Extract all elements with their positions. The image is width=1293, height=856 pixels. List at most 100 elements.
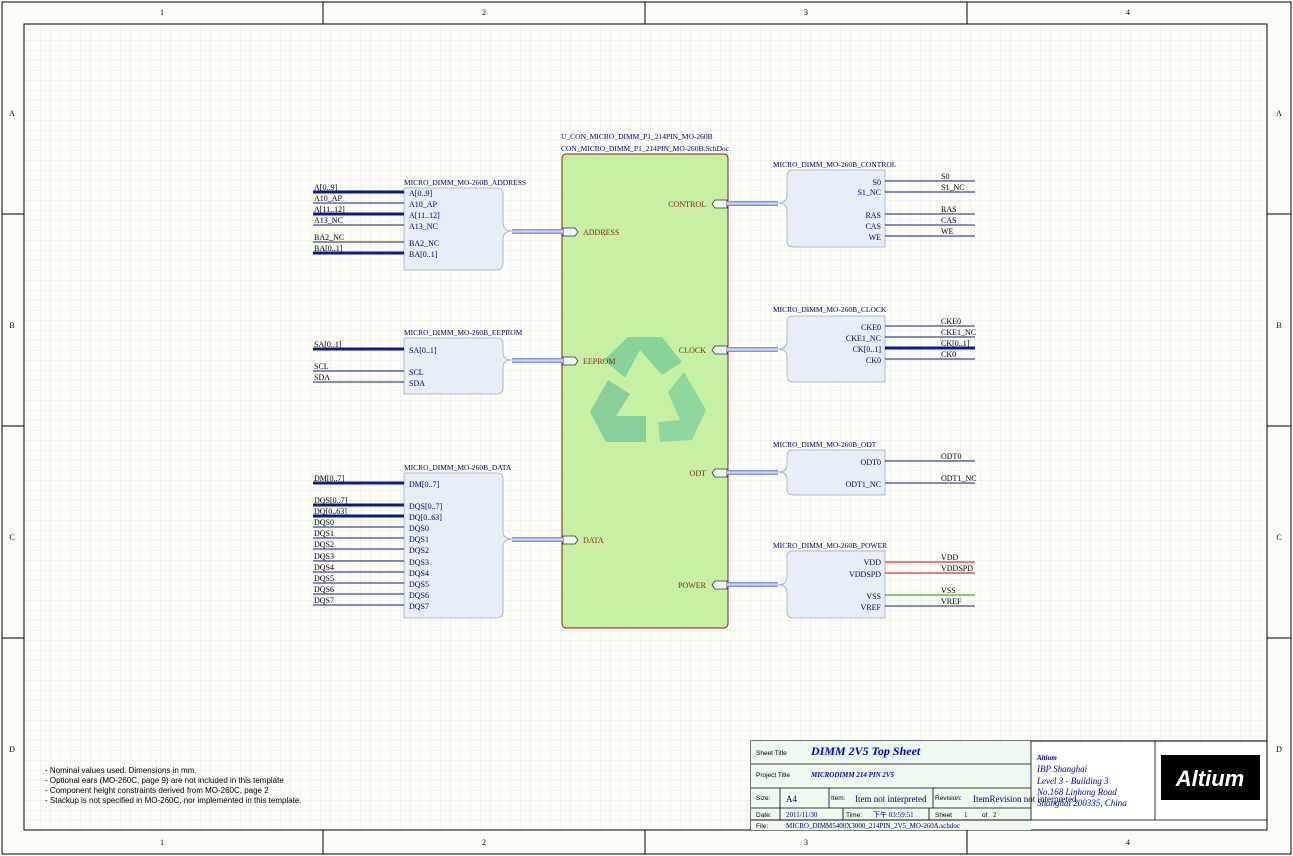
address-entry-2: A[11..12] [409, 211, 440, 220]
tb-sheet-title: DIMM 2V5 Top Sheet [810, 744, 921, 758]
design-notes: - Nominal values used. Dimensions in mm.… [45, 766, 302, 806]
power-entry-3: VREF [861, 603, 882, 612]
tb-address-3: Shanghai 200335, China [1037, 798, 1127, 808]
altium-logo-text: Altium [1175, 766, 1244, 791]
address-entry-1: A10_AP [409, 200, 438, 209]
row-label-right-c: C [1276, 533, 1281, 542]
tb-revision: ItemRevision not interpreted [973, 794, 1077, 804]
recycle-icon [590, 337, 706, 442]
address-net-1: A10_AP [314, 194, 343, 203]
control-entry-4: WE [869, 233, 882, 242]
port-power-label: POWER [678, 581, 707, 590]
port-odt-shape[interactable] [711, 468, 728, 478]
address-net-5: BA[0..1] [314, 244, 343, 253]
harness-clock-title: MICRO_DIMM_MO-260B_CLOCK [773, 305, 887, 314]
tb-item-label: Item: [831, 795, 846, 802]
tb-time-label: Time: [846, 812, 862, 819]
harness-data-title: MICRO_DIMM_MO-260B_DATA [404, 463, 512, 472]
power-entry-1: VDDSPD [849, 570, 881, 579]
col-label-bottom-1: 1 [160, 838, 164, 847]
harness-clock[interactable]: MICRO_DIMM_MO-260B_CLOCK CKE0 CKE1_NC CK… [727, 305, 976, 383]
tb-address-1: Level 3 - Building 3 [1036, 776, 1109, 786]
altium-logo [1161, 755, 1260, 800]
tb-project-title: MICRODIMM 214 PIN 2V5 [810, 771, 895, 779]
port-clock-shape[interactable] [711, 345, 728, 355]
port-odt-label: ODT [690, 469, 707, 478]
control-entry-2: RAS [865, 211, 881, 220]
tb-sheet-title-label: Sheet Title [756, 750, 787, 757]
tb-project-title-label: Project Title [756, 772, 790, 779]
port-address-shape[interactable] [562, 227, 579, 237]
harness-power-body [777, 550, 886, 619]
data-entry-7: DQS4 [409, 569, 429, 578]
control-net-3: CAS [941, 216, 957, 225]
port-eeprom-shape[interactable] [562, 356, 579, 366]
odt-entry-0: ODT0 [861, 458, 881, 467]
harness-power[interactable]: MICRO_DIMM_MO-260B_POWER VDD VDDSPD VSS … [727, 541, 975, 619]
title-block: Sheet Title Project Title Size: Item: Re… [750, 740, 1268, 831]
col-label-top-2: 2 [482, 8, 486, 17]
harness-control-title: MICRO_DIMM_MO-260B_CONTROL [773, 160, 897, 169]
tb-sheet-num: 1 [964, 811, 968, 819]
col-label-bottom-4: 4 [1126, 838, 1130, 847]
control-entry-0: S0 [873, 178, 881, 187]
eeprom-entry-1: SCL [409, 368, 424, 377]
eeprom-net-2: SDA [314, 373, 330, 382]
harness-address[interactable]: MICRO_DIMM_MO-260B_ADDRESS A[0..9] A10_A… [313, 178, 563, 271]
harness-data[interactable]: MICRO_DIMM_MO-260B_DATA DM[0..7] DQS[0..… [313, 463, 563, 619]
address-net-3: A13_NC [314, 216, 343, 225]
data-entry-6: DQS3 [409, 558, 429, 567]
odt-entry-1: ODT1_NC [845, 480, 881, 489]
clock-entry-3: CK0 [866, 356, 881, 365]
power-net-0: VDD [941, 553, 959, 562]
harness-eeprom[interactable]: MICRO_DIMM_MO-260B_EEPROM SA[0..1] SCL S… [313, 328, 563, 395]
harness-control[interactable]: MICRO_DIMM_MO-260B_CONTROL S0 S1_NC RAS … [727, 160, 975, 248]
harness-clock-body [777, 315, 886, 383]
data-entry-9: DQS6 [409, 591, 429, 600]
row-label-left-a: A [9, 109, 15, 118]
sheet-symbol-body[interactable] [561, 153, 729, 629]
tb-sheet-label: Sheet [935, 812, 952, 819]
data-entry-0: DM[0..7] [409, 480, 440, 489]
harness-power-bus [727, 582, 778, 587]
top-sheet-symbol[interactable]: U_CON_MICRO_DIMM_P1_214PIN_MO-260B CON_M… [561, 132, 730, 629]
power-net-3: VREF [941, 597, 962, 606]
eeprom-entry-2: SDA [409, 379, 425, 388]
data-net-0: DM[0..7] [314, 474, 345, 483]
data-net-1: DQS[0..7] [314, 496, 348, 505]
tb-company-name: Altium [1036, 754, 1057, 762]
tb-date-label: Date: [756, 812, 772, 819]
data-entry-10: DQS7 [409, 602, 429, 611]
data-entry-8: DQS5 [409, 580, 429, 589]
address-entry-3: A13_NC [409, 222, 438, 231]
address-entry-5: BA[0..1] [409, 250, 438, 259]
row-label-left-c: C [9, 533, 14, 542]
note-line-3: - Stackup is not specified in MO-260C, n… [45, 796, 302, 805]
harness-control-body [777, 169, 886, 248]
harness-address-title: MICRO_DIMM_MO-260B_ADDRESS [404, 178, 526, 187]
power-net-1: VDDSPD [941, 564, 973, 573]
port-control-shape[interactable] [711, 199, 728, 209]
control-net-0: S0 [941, 172, 949, 181]
port-power-shape[interactable] [711, 580, 728, 590]
tb-size: A4 [786, 794, 797, 804]
tb-size-label: Size: [756, 795, 771, 802]
col-label-top-4: 4 [1126, 8, 1130, 17]
control-net-4: WE [941, 227, 954, 236]
tb-revision-label: Revision: [935, 795, 962, 802]
tb-of-label: of [982, 812, 988, 819]
tb-address-0: IBP Shanghai [1036, 764, 1088, 774]
data-net-7: DQS4 [314, 563, 334, 572]
data-net-2: DQ[0..63] [314, 507, 347, 516]
port-clock-label: CLOCK [679, 346, 706, 355]
sheet-designator: U_CON_MICRO_DIMM_P1_214PIN_MO-260B [561, 132, 713, 141]
harness-odt[interactable]: MICRO_DIMM_MO-260B_ODT ODT0 ODT1_NC ODT0… [727, 440, 977, 496]
sheet-filename: CON_MICRO_DIMM_P1_214PIN_MO-260B.SchDoc [561, 144, 730, 153]
port-control-label: CONTROL [668, 200, 706, 209]
tb-file-label: File: [756, 823, 768, 830]
harness-clock-bus [727, 347, 778, 352]
port-data-shape[interactable] [562, 535, 579, 545]
harness-data-bus [512, 537, 563, 542]
